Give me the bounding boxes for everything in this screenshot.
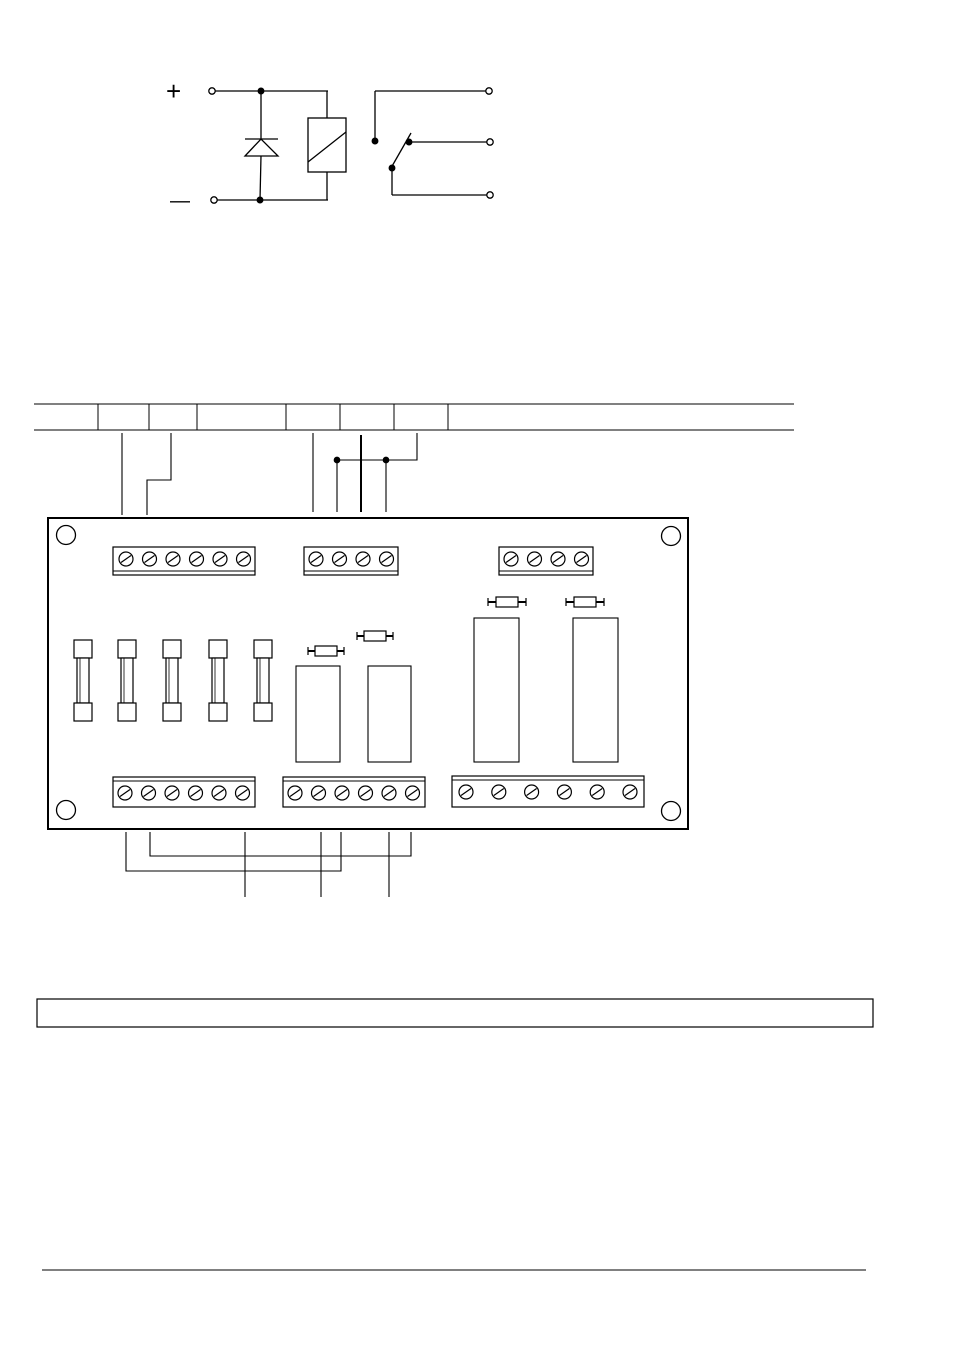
minus-sign: — — [170, 190, 190, 212]
terminal-screw — [526, 551, 543, 567]
terminal-screw — [187, 785, 204, 801]
mounting-hole — [55, 799, 77, 821]
terminal-screw — [355, 551, 371, 567]
terminal-block-body — [282, 776, 426, 808]
plus-sign: + — [166, 76, 181, 106]
resistor — [356, 630, 394, 642]
flyback-diode — [243, 91, 280, 201]
relays — [295, 617, 619, 763]
terminal-screw — [235, 551, 252, 567]
terminal-screw — [234, 785, 251, 801]
terminal-screw — [550, 551, 566, 567]
terminal-screw — [378, 551, 395, 567]
terminal-screw — [117, 785, 133, 801]
terminal-screw — [211, 785, 227, 801]
resistor — [565, 596, 605, 608]
terminal-block — [498, 546, 594, 576]
connection-table — [34, 403, 794, 431]
terminal-block — [112, 776, 256, 808]
mounting-hole — [55, 524, 77, 546]
changeover-switch — [371, 87, 494, 199]
terminal-screw — [331, 551, 348, 567]
terminal-screw — [212, 551, 228, 567]
terminal-screw — [188, 551, 205, 567]
terminal-block — [303, 546, 399, 576]
terminal-screw — [458, 784, 474, 800]
small-relay — [367, 665, 412, 763]
small-relay — [295, 665, 341, 763]
terminal-screw — [622, 784, 638, 800]
terminal-screw — [357, 785, 374, 801]
relay-schematic: + — — [166, 76, 494, 212]
terminal-screw — [287, 785, 303, 801]
fuse — [208, 639, 228, 722]
terminal-screw — [165, 551, 181, 567]
terminal-screw — [573, 551, 590, 567]
terminal-block-body — [112, 546, 256, 576]
negative-terminal — [210, 196, 218, 204]
fuse — [253, 639, 273, 722]
positive-terminal — [208, 87, 216, 95]
mounting-holes — [55, 524, 682, 822]
top-leader-lines — [121, 433, 418, 515]
fuse — [117, 639, 137, 722]
terminal-screw — [118, 551, 134, 567]
fuse — [73, 639, 93, 722]
resistors — [307, 596, 605, 657]
large-relay — [473, 617, 520, 763]
caption-box — [36, 998, 874, 1028]
terminal-screw — [141, 551, 158, 567]
mounting-hole — [660, 525, 682, 547]
fuse — [162, 639, 182, 722]
terminal-screw — [491, 784, 507, 800]
terminal-screw — [523, 784, 540, 800]
terminal-block-body — [112, 776, 256, 808]
normally-open-contact — [485, 87, 493, 95]
terminal-screw — [308, 551, 324, 567]
relay-coil — [307, 91, 347, 200]
terminal-block — [451, 775, 645, 808]
terminal-blocks — [112, 546, 645, 808]
resistor — [487, 596, 527, 608]
fuses — [73, 639, 273, 722]
terminal-screw — [381, 785, 397, 801]
resistor — [307, 645, 345, 657]
bottom-leader-lines — [125, 832, 412, 897]
terminal-screw — [503, 551, 519, 567]
terminal-screw — [140, 785, 157, 801]
large-relay — [572, 617, 619, 763]
terminal-screw — [589, 784, 605, 800]
terminal-screw — [334, 785, 350, 801]
terminal-screw — [404, 785, 421, 801]
switch-blade — [390, 132, 412, 169]
terminal-block — [282, 776, 426, 808]
terminal-screw — [556, 784, 573, 800]
common-contact — [486, 191, 494, 199]
terminal-block — [112, 546, 256, 576]
terminal-block-body — [451, 775, 645, 808]
terminal-screw — [164, 785, 180, 801]
normally-closed-contact — [486, 138, 494, 146]
terminal-screw — [310, 785, 327, 801]
relay-board — [47, 517, 689, 830]
mounting-hole — [660, 800, 682, 822]
